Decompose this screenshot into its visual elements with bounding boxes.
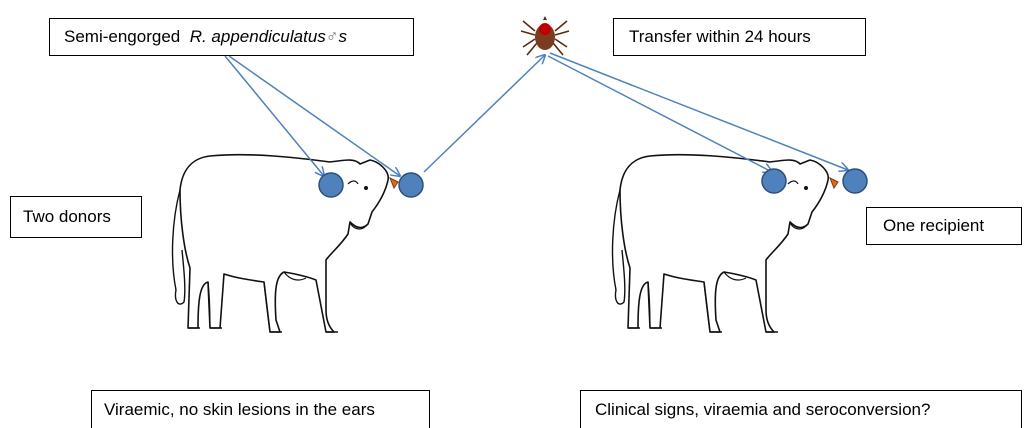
ticks-label-box: Semi-engorged R. appendiculatus♂s (49, 18, 414, 56)
donor-ear-marker-2 (399, 173, 423, 197)
arrow-ticks-to-donor-ear-1 (225, 56, 324, 176)
transfer-label: Transfer within 24 hours (629, 27, 811, 47)
recipient-label: One recipient (883, 216, 984, 236)
question-label: Clinical signs, viraemia and seroconvers… (595, 400, 930, 420)
male-symbol: ♂ (326, 27, 339, 47)
donor-status-box: Viraemic, no skin lesions in the ears (91, 390, 430, 428)
donor-ear-marker-1 (319, 173, 343, 197)
donor-cow-icon (173, 155, 398, 332)
feeding-site-markers (319, 169, 867, 197)
arrow-ticks-to-donor-ear-2 (229, 56, 400, 176)
transfer-arrows (225, 53, 848, 176)
recipient-ear-marker-1 (762, 169, 786, 193)
recipient-label-box: One recipient (866, 207, 1022, 245)
donors-label-box: Two donors (10, 196, 142, 238)
donors-label: Two donors (23, 207, 111, 227)
question-box: Clinical signs, viraemia and seroconvers… (580, 390, 1022, 428)
transfer-label-box: Transfer within 24 hours (613, 18, 866, 56)
tick-icon (521, 16, 569, 55)
ticks-suffix: s (339, 27, 348, 47)
recipient-cow-icon (613, 155, 838, 332)
tick-species-name: R. appendiculatus (190, 27, 326, 47)
donor-status-label: Viraemic, no skin lesions in the ears (104, 400, 375, 420)
ticks-prefix: Semi-engorged (64, 27, 180, 47)
arrow-donor-to-tick (424, 55, 545, 172)
arrow-tick-to-recipient-ear-2 (550, 53, 848, 170)
recipient-ear-marker-2 (843, 169, 867, 193)
